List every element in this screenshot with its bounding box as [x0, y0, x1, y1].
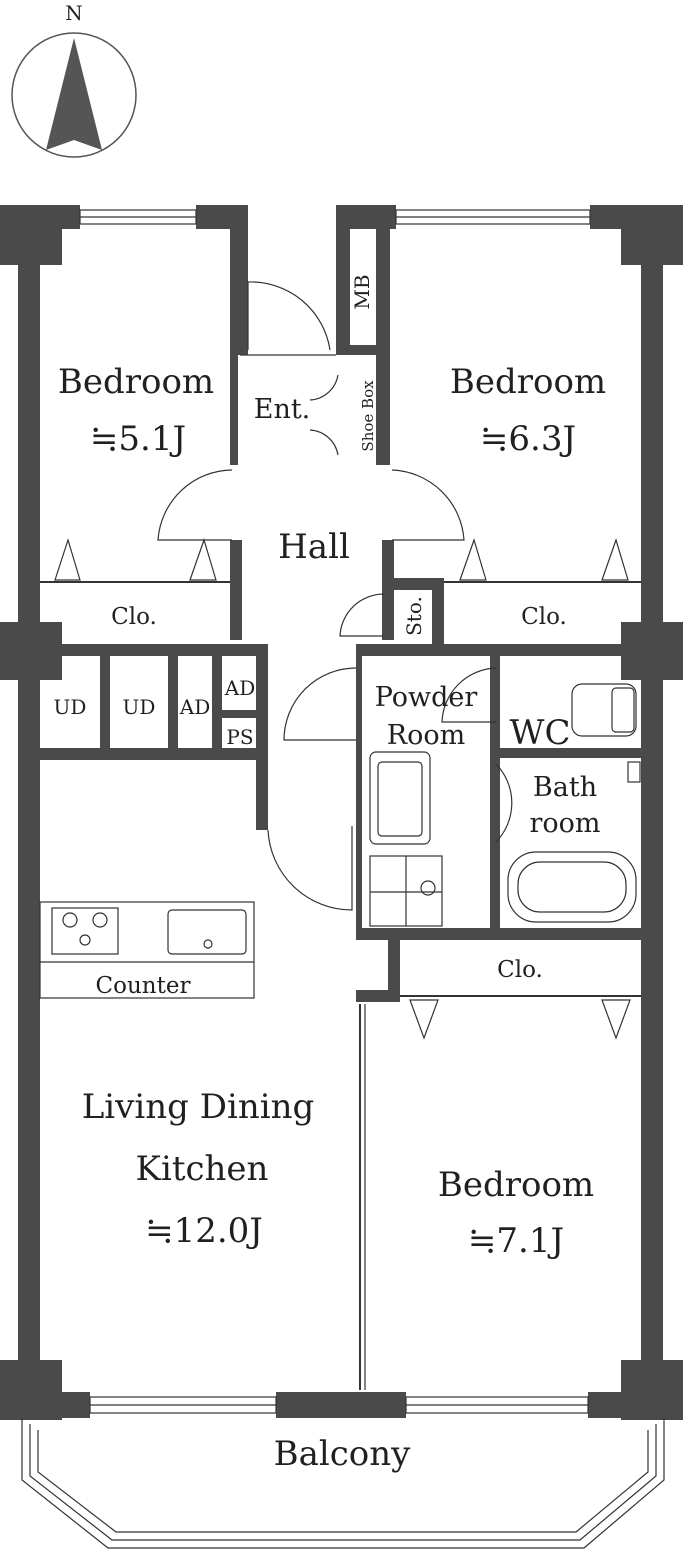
ldk-label-1: Living Dining	[82, 1087, 315, 1127]
door-ldk	[267, 826, 353, 911]
door-shoe-box	[309, 374, 339, 456]
closet-e-label: Clo.	[521, 604, 567, 630]
walls	[0, 205, 683, 1420]
wall-powder-bottom	[356, 928, 641, 940]
wall-bottom-c	[588, 1392, 621, 1418]
entrance-door	[247, 281, 331, 351]
column-se	[621, 1360, 683, 1420]
balcony-outline	[21, 1418, 665, 1549]
wall-top-a	[62, 205, 80, 229]
ud2-label: UD	[123, 695, 156, 719]
fixtures	[369, 683, 641, 927]
bedroom-ne-size: ≒6.3J	[480, 419, 576, 459]
wall-sto-top	[382, 578, 444, 590]
bedroom-ne-name: Bedroom	[450, 362, 606, 402]
ldk-size: ≒12.0J	[145, 1211, 263, 1251]
powder-room-label-1: Powder	[375, 682, 478, 713]
wall-bottom-a	[62, 1392, 90, 1418]
bathroom-label-2: room	[529, 808, 600, 839]
column-sw	[0, 1360, 62, 1420]
closet-w-label: Clo.	[111, 604, 157, 630]
column-nw	[0, 205, 62, 265]
toilet-icon	[571, 683, 637, 737]
wall-left	[18, 205, 40, 1400]
doors	[157, 281, 513, 911]
wall-mb-bottom	[336, 345, 390, 355]
wall-sto-east	[432, 578, 444, 644]
wc-label: WC	[510, 713, 571, 753]
bedroom-nw-size: ≒5.1J	[90, 419, 186, 459]
storage-label: Sto.	[402, 596, 426, 636]
bathtub-icon	[507, 851, 637, 923]
bedroom-s-size: ≒7.1J	[468, 1221, 564, 1261]
wall-bottom-b	[276, 1392, 406, 1418]
door-powder	[283, 667, 357, 741]
compass-circle	[11, 32, 137, 158]
wall-hall-west	[230, 540, 242, 640]
wall-powder-west	[356, 644, 362, 940]
bedroom-s-name: Bedroom	[438, 1165, 594, 1205]
sliding-doors	[359, 1004, 366, 1390]
wall-utility-bottom	[40, 748, 268, 760]
ldk-label-2: Kitchen	[136, 1149, 269, 1189]
bathroom-label-1: Bath	[533, 772, 597, 803]
windows	[79, 209, 591, 1414]
wall-ad-ps-div	[222, 710, 262, 718]
wall-hall-west-lower	[256, 644, 268, 830]
balcony-label: Balcony	[274, 1434, 412, 1474]
door-bathroom	[495, 763, 513, 843]
washbasin-icon	[369, 751, 431, 845]
bedroom-nw-name: Bedroom	[58, 362, 214, 402]
sink-icon	[167, 909, 247, 955]
mb-label: MB	[350, 274, 374, 309]
balcony	[21, 1418, 665, 1549]
entrance-label: Ent.	[254, 394, 311, 425]
wall-ent-west-lower	[230, 355, 238, 465]
compass-label: N	[65, 1, 83, 25]
door-bedroom-ne	[391, 469, 465, 541]
wall-wc-bottom	[500, 748, 641, 758]
wall-mb-west	[336, 205, 350, 355]
ud1-label: UD	[54, 695, 87, 719]
wall-wc-west	[490, 656, 500, 928]
ad1-label: AD	[179, 695, 210, 719]
wall-ud-div1	[100, 656, 110, 748]
wall-shoebox-east	[376, 355, 390, 465]
stove-icon	[51, 907, 119, 955]
door-bedroom-nw	[157, 469, 233, 541]
wall-closet-corner	[356, 990, 400, 1002]
room-labels: Bedroom ≒5.1J Bedroom ≒6.3J Ent. Hall MB…	[54, 274, 607, 1474]
north-arrow-icon	[46, 38, 102, 150]
wall-top-d	[590, 205, 621, 229]
ps-label: PS	[226, 725, 253, 749]
wall-closet-west	[388, 940, 400, 1002]
powder-room-label-2: Room	[387, 720, 465, 751]
door-wc	[441, 667, 497, 723]
column-ne	[621, 205, 683, 265]
counter-label: Counter	[96, 973, 191, 999]
wall-powder-top	[356, 644, 641, 656]
closets	[40, 537, 641, 1040]
wall-right	[641, 205, 663, 1400]
door-storage	[339, 593, 385, 637]
kitchen-counter	[39, 901, 255, 999]
ad2-label: AD	[224, 676, 255, 700]
wall-ent-west	[230, 205, 248, 355]
hall-label: Hall	[278, 527, 350, 567]
wall-mb-east	[376, 205, 390, 355]
compass: N	[11, 1, 137, 158]
closet-s-label: Clo.	[497, 957, 543, 983]
shoe-box-label: Shoe Box	[359, 380, 377, 452]
counter-top	[39, 901, 255, 999]
wall-ad-div	[212, 656, 222, 748]
wall-ud-div2	[168, 656, 178, 748]
wall-utility-top	[40, 644, 268, 656]
